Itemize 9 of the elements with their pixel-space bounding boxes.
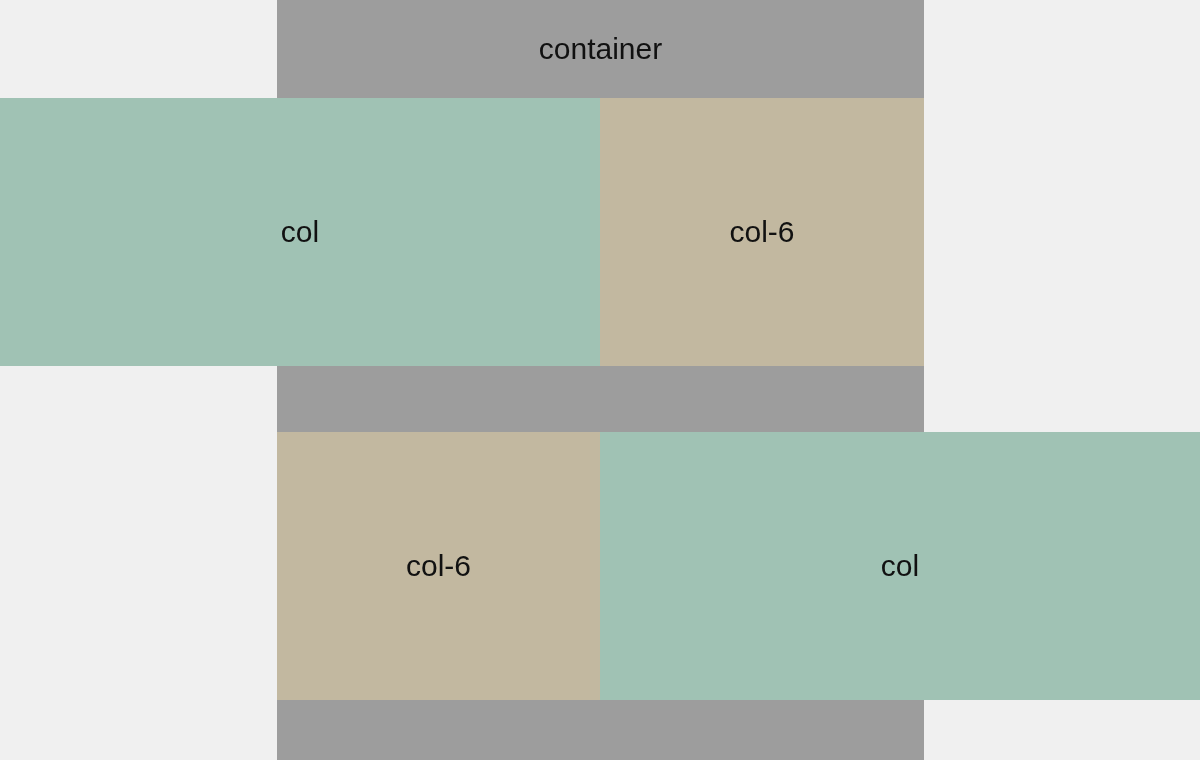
column-label: col-6 xyxy=(406,549,471,583)
column-block xyxy=(277,432,600,700)
column-label: col-6 xyxy=(729,215,795,249)
column-block xyxy=(600,432,1200,700)
column-label: col xyxy=(280,215,320,249)
container-label: container xyxy=(538,32,663,66)
column-block xyxy=(0,98,600,366)
column-label: col xyxy=(880,549,920,583)
column-block xyxy=(600,98,924,366)
